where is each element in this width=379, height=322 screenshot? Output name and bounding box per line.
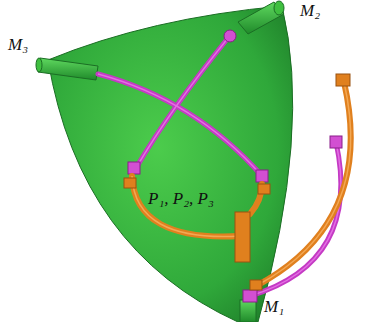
motor-label: M₂ xyxy=(300,2,320,21)
joint-label: P₁, P₂, P₃ xyxy=(148,190,214,209)
motor-label: M₁ xyxy=(264,298,284,317)
motor-label: M₃ xyxy=(8,36,28,55)
